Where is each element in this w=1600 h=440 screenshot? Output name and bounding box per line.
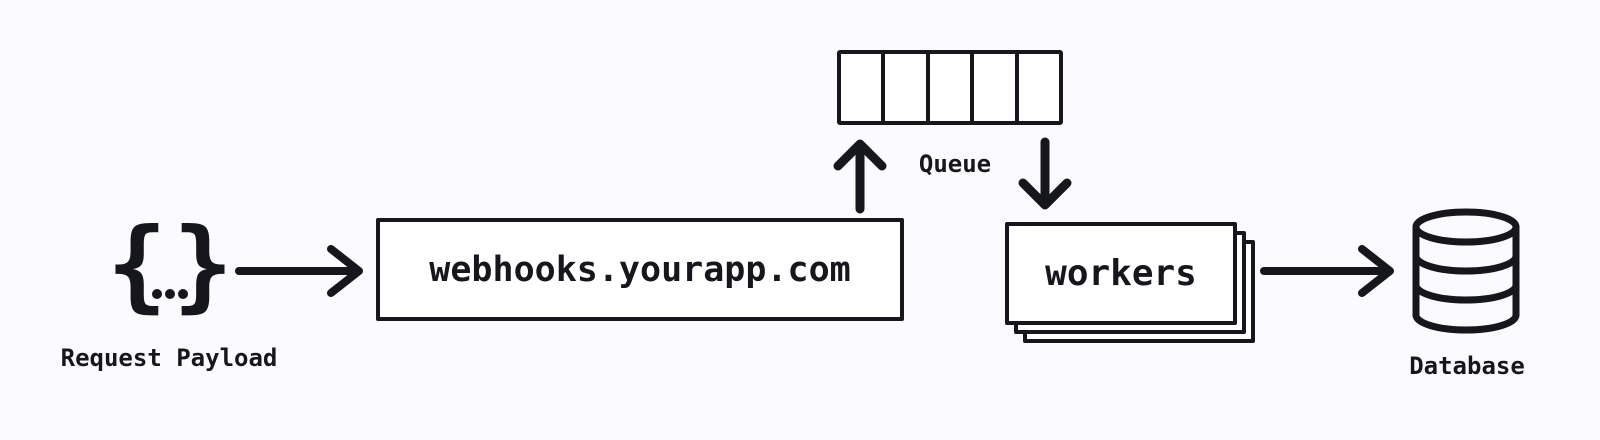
queue-cell <box>885 54 930 121</box>
request-payload-icon: { } <box>106 204 234 326</box>
request-payload-label: Request Payload <box>60 344 278 372</box>
dot-glyph <box>152 289 162 299</box>
queue-cell <box>841 54 886 121</box>
queue-cell <box>929 54 975 121</box>
server-box: webhooks.yourapp.com <box>376 218 904 321</box>
dot-glyph <box>165 289 175 299</box>
queue-cell <box>1018 54 1060 121</box>
workers-box: workers <box>1005 222 1237 325</box>
workers-stack: workers <box>1005 222 1257 345</box>
queue-box <box>837 50 1063 125</box>
arrow-server-to-queue-icon <box>833 139 887 214</box>
database-icon <box>1412 208 1520 334</box>
ellipsis-dots <box>152 289 188 299</box>
queue-label: Queue <box>918 150 992 178</box>
arrow-payload-to-server-icon <box>235 245 363 297</box>
close-brace-glyph: } <box>172 206 234 323</box>
server-label: webhooks.yourapp.com <box>429 249 851 290</box>
workers-label: workers <box>1045 253 1197 294</box>
database-label: Database <box>1409 352 1525 380</box>
dot-glyph <box>178 289 188 299</box>
open-brace-glyph: { <box>106 206 168 323</box>
arrow-workers-to-database-icon <box>1260 245 1394 297</box>
queue-cell <box>974 54 1019 121</box>
arrow-queue-to-workers-icon <box>1018 137 1072 210</box>
